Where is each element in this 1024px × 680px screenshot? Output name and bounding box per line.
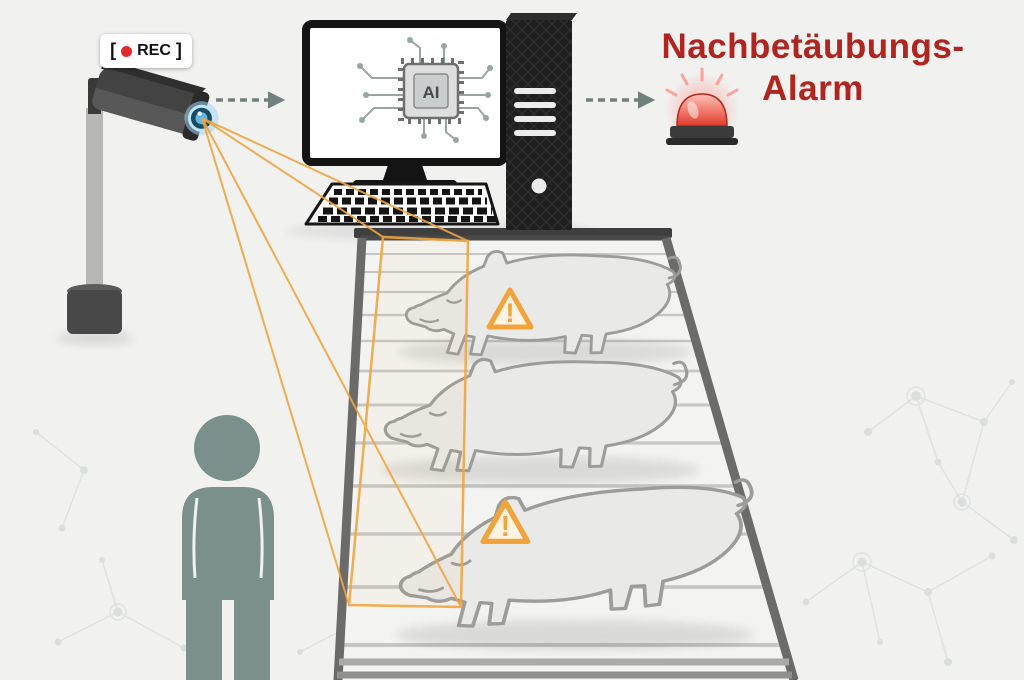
surveillance-camera <box>67 59 219 334</box>
circuit-graphic <box>357 37 493 143</box>
warning-icon-1: ! <box>486 287 534 330</box>
tower-vents <box>514 88 556 136</box>
belt-left-rail <box>333 237 367 680</box>
computer-monitor: AI <box>302 20 508 189</box>
siren-icon <box>665 67 739 147</box>
camera-body <box>92 59 219 141</box>
rec-label: REC <box>137 42 171 59</box>
rec-bracket-left: [ <box>110 39 117 60</box>
network-background <box>33 379 1018 666</box>
warning-symbol-1: ! <box>506 298 515 328</box>
ai-chip-inner <box>413 73 449 109</box>
chip-pins <box>398 58 464 124</box>
person-head <box>194 415 260 481</box>
alarm-title: Nachbetäubungs- Alarm <box>648 26 978 110</box>
fov-cone <box>201 117 470 609</box>
camera-base <box>67 290 122 334</box>
monitor-stand <box>383 162 427 180</box>
rec-dot-icon <box>121 45 133 57</box>
rec-bracket-right: ] <box>175 39 182 60</box>
warning-symbol-2: ! <box>501 511 511 543</box>
pc-tower <box>506 13 577 230</box>
keyboard <box>304 182 500 226</box>
alarm-title-line2: Alarm <box>762 69 864 108</box>
alarm-title-line1: Nachbetäubungs- <box>661 27 965 66</box>
person-silhouette <box>182 415 274 680</box>
tower-power-button <box>531 178 547 194</box>
person-leg-left <box>186 596 222 680</box>
camera-pole <box>86 108 103 294</box>
rec-badge: [ REC ] <box>100 34 192 68</box>
camera-base-shadow <box>57 332 133 344</box>
tower-top <box>506 13 577 20</box>
ai-chip-label: AI <box>423 83 440 102</box>
belt-right-rail <box>661 236 799 680</box>
warning-icon-2: ! <box>480 499 531 545</box>
siren-base <box>670 126 734 138</box>
person-torso <box>182 487 274 600</box>
siren-rays <box>665 67 739 97</box>
person-leg-right <box>234 596 270 680</box>
